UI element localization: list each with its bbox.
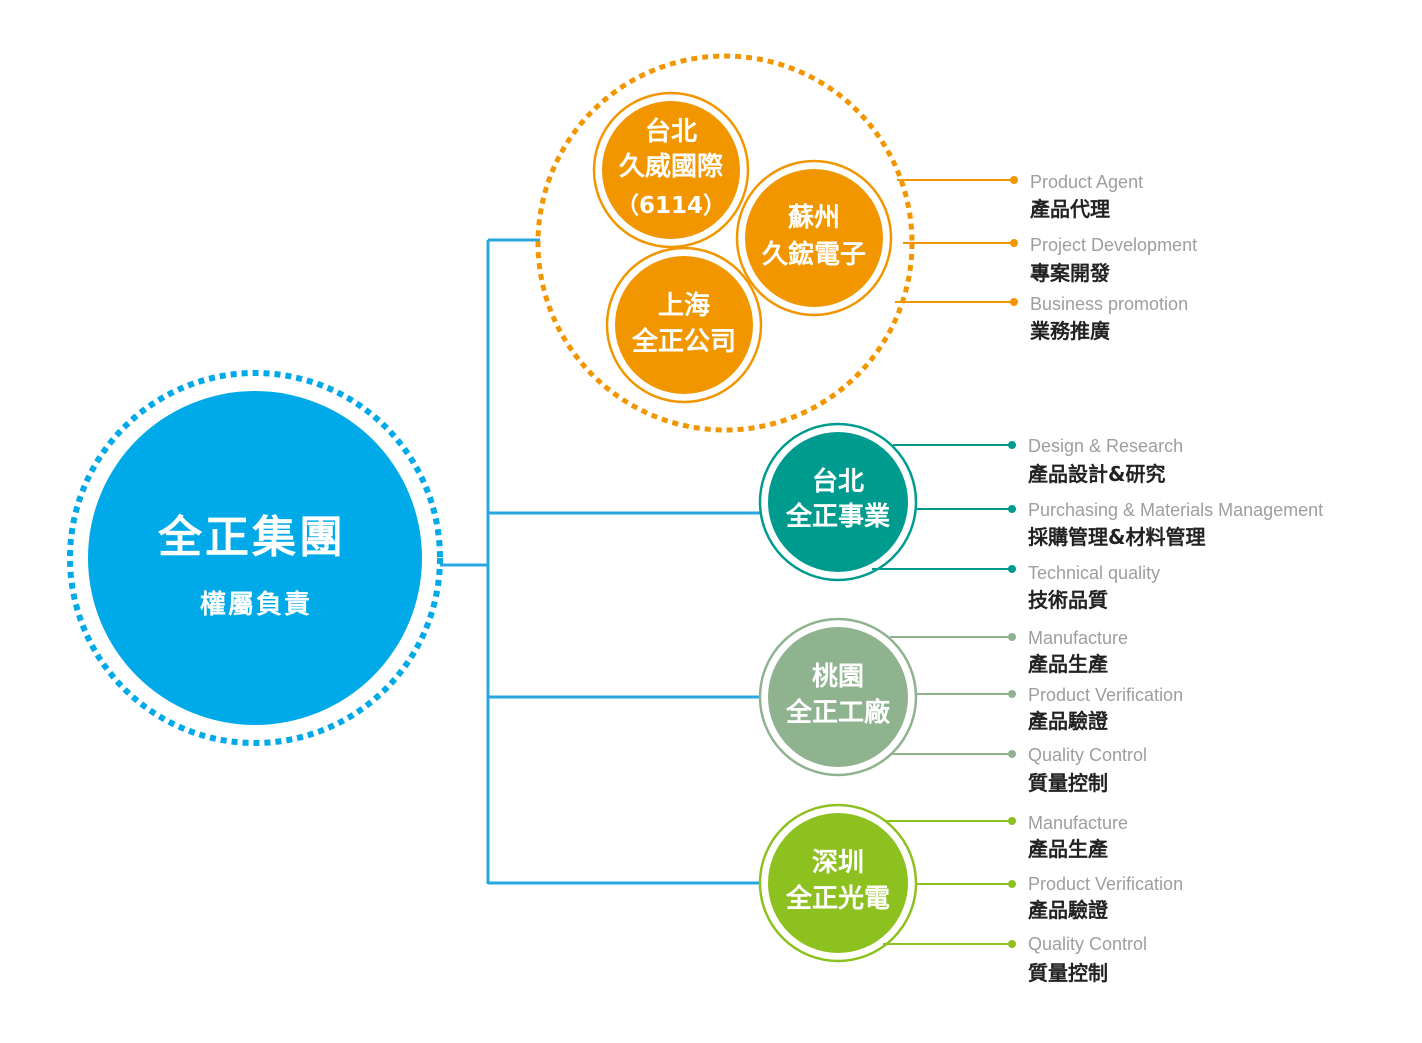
node-fill xyxy=(768,627,908,767)
function-label-zh: 採購管理&材料管理 xyxy=(1028,525,1205,549)
function-label-en: Purchasing & Materials Management xyxy=(1028,500,1323,520)
function-label-zh: 產品代理 xyxy=(1030,197,1110,221)
function-label-zh: 專案開發 xyxy=(1030,261,1110,285)
node-suzhou-jiuhong: 蘇州 久鋐電子 xyxy=(735,159,893,317)
node-fill xyxy=(768,432,908,572)
node-fill xyxy=(768,813,908,953)
node-shenzhen-opto: 深圳 全正光電 xyxy=(758,803,918,963)
function-label-en: Manufacture xyxy=(1028,628,1128,648)
function-label-zh: 產品驗證 xyxy=(1028,709,1109,733)
node-taipei-jiuwei: 台北 久威國際 （6114） xyxy=(592,91,750,249)
leader-dot xyxy=(1008,690,1016,698)
node-fill xyxy=(615,256,753,394)
function-leaders xyxy=(872,176,1018,948)
function-label-en: Quality Control xyxy=(1028,745,1147,765)
node-label-line: 深圳 xyxy=(812,848,864,878)
node-label-line: 全正事業 xyxy=(785,501,890,532)
leader-dot xyxy=(1010,239,1018,247)
leader-dot xyxy=(1008,565,1016,573)
node-label-line: 全正光電 xyxy=(785,883,890,914)
root-title: 全正集團 xyxy=(157,512,346,563)
function-label-zh: 質量控制 xyxy=(1028,771,1108,795)
node-label-line: （6114） xyxy=(616,192,726,219)
leader-dot xyxy=(1008,880,1016,888)
function-label-en: Manufacture xyxy=(1028,813,1128,833)
node-shanghai-quanzheng: 上海 全正公司 xyxy=(605,246,763,404)
leader-dot xyxy=(1008,633,1016,641)
leader-dot xyxy=(1008,750,1016,758)
node-fill xyxy=(602,101,740,239)
agency-group: 台北 久威國際 （6114） 蘇州 久鋐電子 上海 全正公司 xyxy=(535,53,915,433)
function-label-en: Design & Research xyxy=(1028,436,1183,456)
node-label-line: 久威國際 xyxy=(619,151,723,182)
function-label-zh: 產品生產 xyxy=(1028,837,1108,861)
tree-connectors xyxy=(440,238,760,885)
function-label-zh: 技術品質 xyxy=(1028,588,1108,612)
leader-dot xyxy=(1010,298,1018,306)
function-labels: Product Agent 產品代理 Project Development 專… xyxy=(1028,172,1323,985)
node-label-line: 上海 xyxy=(658,291,710,321)
leader-dot xyxy=(1008,505,1016,513)
function-label-en: Product Agent xyxy=(1030,172,1143,192)
function-label-en: Technical quality xyxy=(1028,563,1160,583)
function-label-zh: 產品設計&研究 xyxy=(1028,462,1165,486)
function-label-en: Project Development xyxy=(1030,235,1197,255)
node-taoyuan-factory: 桃園 全正工廠 xyxy=(758,617,918,777)
function-label-en: Business promotion xyxy=(1030,294,1188,314)
root-dotted-ring xyxy=(67,370,443,746)
node-label-line: 久鋐電子 xyxy=(762,239,866,270)
leader-dot xyxy=(1008,940,1016,948)
node-label-line: 蘇州 xyxy=(788,203,840,233)
function-label-zh: 產品驗證 xyxy=(1028,898,1109,922)
function-label-en: Product Verification xyxy=(1028,685,1183,705)
root-node: 全正集團 權屬負責 xyxy=(67,370,443,746)
node-label-line: 台北 xyxy=(645,116,697,147)
function-label-zh: 業務推廣 xyxy=(1030,319,1110,343)
leader-dot xyxy=(1008,441,1016,449)
node-label-line: 台北 xyxy=(812,466,864,497)
node-label-line: 全正公司 xyxy=(631,326,736,357)
function-label-en: Quality Control xyxy=(1028,934,1147,954)
node-taipei-business: 台北 全正事業 xyxy=(758,422,918,582)
root-subtitle: 權屬負責 xyxy=(200,590,312,620)
node-label-line: 全正工廠 xyxy=(785,697,891,728)
leader-dot xyxy=(1010,176,1018,184)
node-fill xyxy=(745,169,883,307)
function-label-en: Product Verification xyxy=(1028,874,1183,894)
leader-dot xyxy=(1008,817,1016,825)
node-label-line: 桃園 xyxy=(812,662,864,692)
function-label-zh: 質量控制 xyxy=(1028,961,1108,985)
function-label-zh: 產品生產 xyxy=(1028,652,1108,676)
root-circle xyxy=(88,391,422,725)
